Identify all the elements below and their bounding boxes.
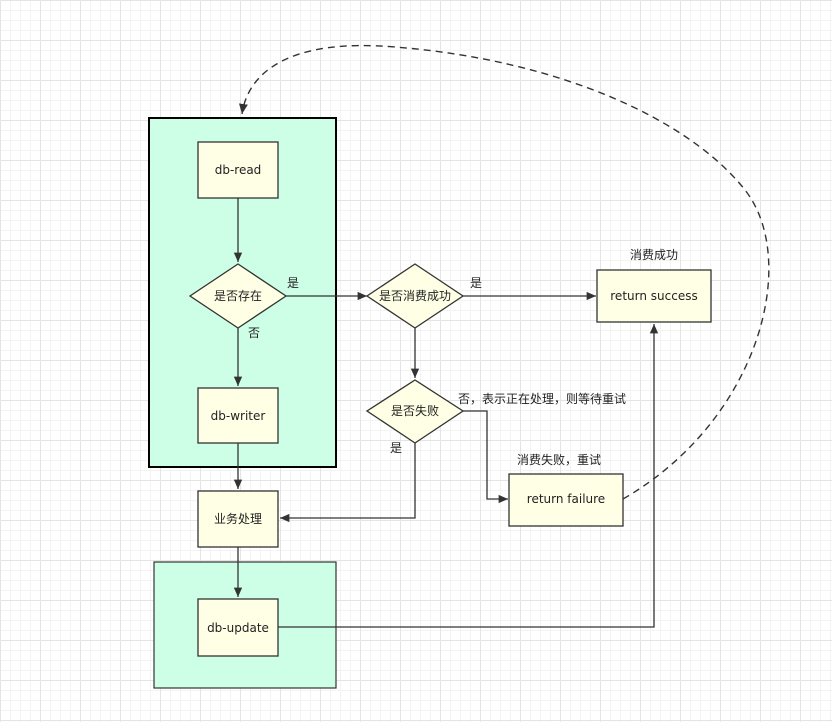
failure-annotation: 消费失败，重试 bbox=[517, 452, 601, 467]
failed-decision bbox=[365, 379, 465, 444]
exists-decision bbox=[188, 263, 288, 329]
exists-label: 是否存在 bbox=[214, 289, 262, 303]
edge-dbupdate-returnsuccess bbox=[278, 324, 659, 628]
db-writer-node bbox=[197, 387, 279, 444]
exists-yes-label: 是 bbox=[287, 276, 299, 290]
edge-failed-returnfailure bbox=[463, 410, 508, 504]
db-read-node bbox=[197, 141, 279, 199]
db-update-node bbox=[197, 598, 279, 657]
business-node bbox=[197, 490, 279, 548]
db-update-label: db-update bbox=[207, 621, 269, 635]
exists-no-label: 否 bbox=[248, 326, 260, 340]
edge-failed-business bbox=[280, 443, 416, 523]
success-annotation: 消费成功 bbox=[630, 248, 678, 262]
return-success-label: return success bbox=[610, 289, 697, 303]
db-read-label: db-read bbox=[215, 163, 262, 177]
return-failure-node bbox=[508, 473, 624, 527]
failed-yes-label: 是 bbox=[390, 441, 402, 455]
return-failure-label: return failure bbox=[527, 492, 605, 506]
failed-label: 是否失败 bbox=[391, 403, 439, 418]
business-label: 业务处理 bbox=[214, 511, 262, 526]
failed-no-label: 否，表示正在处理，则等待重试 bbox=[458, 391, 626, 406]
consume-yes-label: 是 bbox=[470, 276, 482, 290]
db-writer-label: db-writer bbox=[211, 409, 266, 423]
consume-success-label: 是否消费成功 bbox=[379, 289, 451, 303]
return-success-node bbox=[596, 269, 712, 323]
consume-success-decision bbox=[365, 263, 465, 329]
